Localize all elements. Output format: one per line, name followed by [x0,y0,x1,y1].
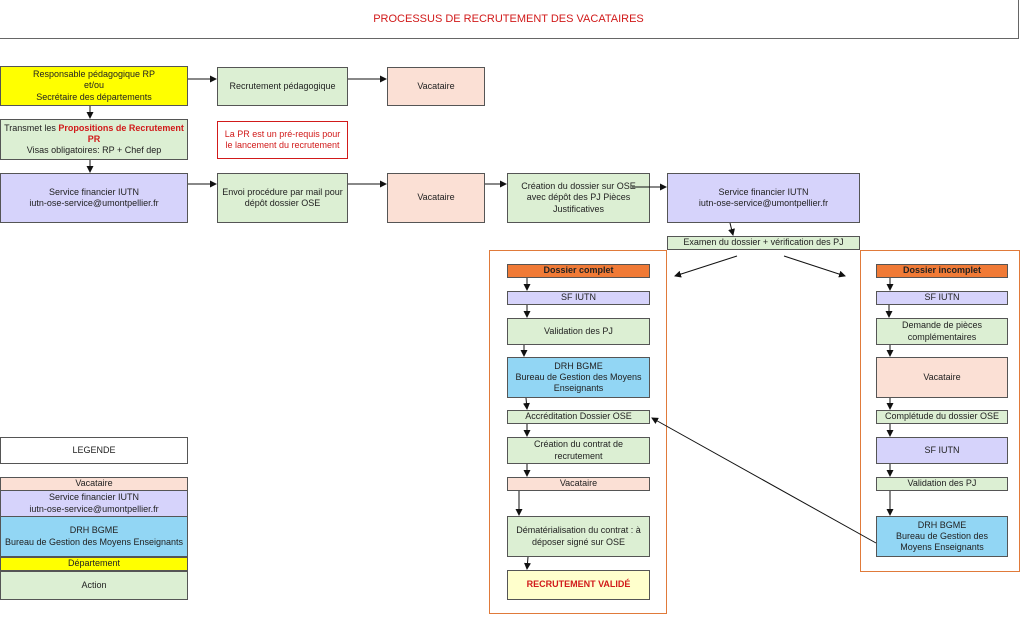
transmet-prefix: Transmet les [4,122,59,133]
examen-box: Examen du dossier + vérification des PJ [667,236,860,250]
drh-desc-incomplete: Bureau de Gestion des Moyens Enseignants [895,530,989,553]
creation-dossier-box: Création du dossier sur OSE avec dépôt d… [507,173,650,223]
legend-departement: Département [0,557,188,571]
page-title: PROCESSUS DE RECRUTEMENT DES VACATAIRES [0,0,1019,39]
complete-branch-frame [489,250,667,614]
rp-line-1: Responsable pédagogique RP [32,69,156,80]
legend-vacataire-label: Vacataire [75,478,113,489]
prerequis-note: La PR est un pré-requis pour le lancemen… [217,121,348,159]
dematerialisation-box: Dématérialisation du contrat : à déposer… [507,516,650,557]
recrutement-pedagogique-label: Recrutement pédagogique [229,80,336,91]
creation-dossier-label: Création du dossier sur OSE avec dépôt d… [521,181,636,214]
validation-pj-box-complete: Validation des PJ [507,318,650,345]
legend-service-financier: Service financier IUTN iutn-ose-service@… [0,490,188,517]
drh-bgme-box-incomplete: DRH BGME Bureau de Gestion des Moyens En… [876,516,1008,557]
sf-iutn-box-incomplete: SF IUTN [876,291,1008,305]
vacataire-label-middle: Vacataire [417,192,455,203]
arrow-sf-right-to-examen [728,222,735,236]
legend-action: Action [0,571,188,600]
recrutement-valide-box: RECRUTEMENT VALIDÉ [507,570,650,600]
recrutement-pedagogique-box: Recrutement pédagogique [217,67,348,106]
service-financier-email: iutn-ose-service@umontpellier.fr [29,198,159,208]
legend-action-label: Action [81,579,107,590]
vacataire-label-incomplete: Vacataire [923,371,961,382]
validation-pj-label-complete: Validation des PJ [544,325,613,336]
arrow-c4 [522,397,530,410]
transmet-highlight: Propositions de Recrutement PR [58,122,184,144]
sf-iutn-label-complete: SF IUTN [561,292,596,303]
arrow-examen-to-incomplete [783,255,846,278]
legend-drh: DRH BGME Bureau de Gestion des Moyens En… [0,516,188,557]
drh-title-complete: DRH BGME [554,360,603,371]
transmet-box: Transmet les Propositions de Recrutement… [0,119,188,160]
dematerialisation-label: Dématérialisation du contrat : à déposer… [516,525,641,547]
sf-iutn-label-incomplete: SF IUTN [924,292,960,303]
creation-contrat-label: Création du contrat de recrutement [533,439,624,461]
vacataire-box-complete: Vacataire [507,477,650,491]
demande-pieces-box: Demande de pièces complémentaires [876,318,1008,345]
legend-drh-title: DRH BGME [69,525,119,536]
demande-pieces-label: Demande de pièces complémentaires [901,320,983,342]
accreditation-label: Accréditation Dossier OSE [525,411,632,422]
prerequis-note-text: La PR est un pré-requis pour le lancemen… [224,128,341,150]
vacataire-label-complete: Vacataire [559,478,598,489]
service-financier-box-right: Service financier IUTN iutn-ose-service@… [667,173,860,223]
accreditation-box: Accréditation Dossier OSE [507,410,650,424]
dossier-complet-header: Dossier complet [507,264,650,278]
completude-box: Complétude du dossier OSE [876,410,1008,424]
incomplete-branch-frame [860,250,1020,572]
recrutement-valide-label: RECRUTEMENT VALIDÉ [526,579,631,590]
service-financier-name: Service financier IUTN [48,186,140,197]
legend-drh-desc: Bureau de Gestion des Moyens Enseignants [4,536,184,547]
validation-pj-box-incomplete: Validation des PJ [876,477,1008,491]
sf-iutn-box-incomplete-2: SF IUTN [876,437,1008,464]
examen-label: Examen du dossier + vérification des PJ [683,237,844,248]
legend-title-label: LEGENDE [72,444,116,455]
dossier-complet-label: Dossier complet [543,265,614,276]
arrow-examen-to-complete [674,255,738,278]
drh-bgme-box-complete: DRH BGME Bureau de Gestion des Moyens En… [507,357,650,398]
dossier-incomplet-label: Dossier incomplet [902,265,982,276]
transmet-line: Transmet les Propositions de Recrutement… [4,123,184,146]
dossier-incomplet-header: Dossier incomplet [876,264,1008,278]
envoi-procedure-label: Envoi procédure par mail pour dépôt doss… [222,186,343,208]
drh-desc-complete: Bureau de Gestion des Moyens Enseignants [515,371,642,394]
vacataire-box-incomplete: Vacataire [876,357,1008,398]
rp-box: Responsable pédagogique RP et/ou Secréta… [0,66,188,106]
drh-title-incomplete: DRH BGME [917,519,967,530]
legend-service-financier-name: Service financier IUTN [48,492,140,503]
legend-service-financier-email: iutn-ose-service@umontpellier.fr [29,503,159,514]
arrow-c8 [524,556,531,570]
vacataire-label-top: Vacataire [417,80,455,91]
legend-title: LEGENDE [0,437,188,464]
vacataire-box-top: Vacataire [387,67,485,106]
arrow-drh-to-accreditation [651,417,877,544]
rp-line-3: Secrétaire des départements [36,91,152,102]
sf-iutn-box-complete: SF IUTN [507,291,650,305]
envoi-procedure-box: Envoi procédure par mail pour dépôt doss… [217,173,348,223]
service-financier-right-email: iutn-ose-service@umontpellier.fr [698,198,829,208]
transmet-visas: Visas obligatoires: RP + Chef dep [26,145,162,156]
creation-contrat-box: Création du contrat de recrutement [507,437,650,464]
legend-departement-label: Département [67,558,121,569]
sf-iutn-label-incomplete-2: SF IUTN [924,444,960,455]
service-financier-box: Service financier IUTN iutn-ose-service@… [0,173,188,223]
vacataire-box-middle: Vacataire [387,173,485,223]
rp-line-2: et/ou [83,80,105,91]
completude-label: Complétude du dossier OSE [884,411,1000,422]
validation-pj-label-incomplete: Validation des PJ [907,478,977,489]
service-financier-right-name: Service financier IUTN [718,186,809,197]
